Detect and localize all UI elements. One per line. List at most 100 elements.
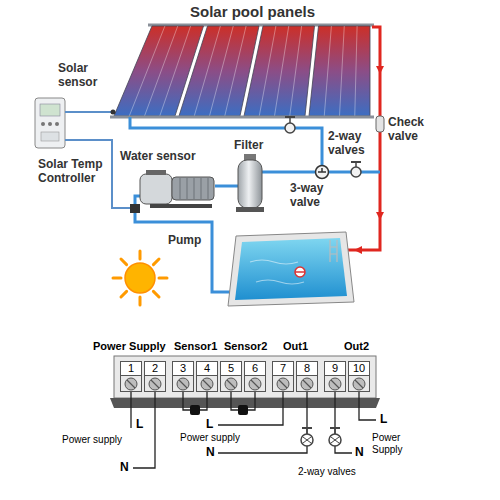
terminal-box: 2 (144, 361, 166, 392)
part-label: Solar sensor (58, 62, 108, 90)
filter-tank (238, 160, 262, 208)
flow-arrow (376, 66, 384, 74)
supply-neutral-wire (133, 392, 155, 468)
terminal-box: 5 (220, 361, 242, 392)
terminal-number: 1 (121, 362, 141, 376)
upper-two-way-valve (285, 117, 295, 133)
sun-ray (139, 251, 142, 259)
terminal-number: 2 (145, 362, 165, 376)
terminal-number: 10 (349, 362, 369, 376)
field-wiring (131, 392, 376, 468)
sun-ray (153, 291, 159, 297)
water-sensor-probe (130, 204, 140, 213)
terminal-number: 6 (245, 362, 265, 376)
terminal-number: 7 (273, 362, 293, 376)
terminal-number: 5 (221, 362, 241, 376)
panel-tube (160, 26, 191, 116)
terminal-strip (110, 356, 380, 408)
sun-disc (125, 263, 155, 293)
controller-button (55, 122, 59, 126)
terminal-group-label: Power Supply (93, 340, 166, 353)
solar-sensor-probe (111, 110, 116, 115)
sun-ray (139, 297, 142, 305)
terminal-group-label: Out1 (283, 340, 308, 353)
pump-outlet-pipe (215, 185, 238, 188)
sand-filter (236, 154, 264, 212)
part-label: Solar Temp Controller (38, 158, 104, 186)
part-label: Filter (234, 139, 263, 153)
panel-tube (290, 26, 302, 116)
controller-button (48, 122, 52, 126)
flow-arrow (354, 246, 362, 254)
panel-tube (275, 26, 289, 116)
check-valve (376, 116, 384, 132)
solar-panels (110, 25, 374, 117)
terminal-box: 10 (348, 361, 370, 392)
wire-note: Power supply (180, 432, 240, 444)
pool-rim (228, 232, 354, 306)
controller-terminal (41, 132, 59, 141)
panel-tube (259, 26, 276, 116)
out2-live-wire (359, 392, 376, 420)
part-label: 3-way valve (290, 182, 332, 210)
solar-sensor-wire (65, 111, 111, 113)
sensor-probe-symbol (190, 405, 200, 415)
terminal-box: 4 (196, 361, 218, 392)
valve-mark (331, 437, 339, 443)
terminal-box: 8 (296, 361, 318, 392)
pump-lid (146, 170, 166, 175)
valve-body (316, 166, 329, 179)
swimming-pool (228, 232, 354, 306)
sun-ray (153, 259, 159, 265)
terminal-screws (125, 378, 365, 390)
terminal-box: 7 (272, 361, 294, 392)
part-label: 2-way valves (328, 130, 374, 158)
terminal-group-label: Sensor1 (174, 340, 217, 353)
sun-ray (121, 291, 127, 297)
supply-live-wire (130, 392, 131, 428)
valve-body (351, 167, 361, 177)
screw-slots (127, 380, 363, 388)
valve-handle (330, 427, 340, 429)
pump-base (150, 204, 212, 208)
valve-ports (318, 168, 326, 172)
pool-ladder (330, 240, 337, 262)
panel-tube (145, 26, 178, 116)
terminal-housing (114, 356, 376, 398)
sun-rays (113, 251, 167, 305)
panel-tube (129, 26, 165, 116)
part-label: Check valve (388, 116, 434, 144)
pump-strainer (140, 174, 172, 204)
diagram-heading: Solar pool panels (190, 3, 315, 20)
part-label: Pump (168, 234, 201, 248)
wire-note: Power Supply (372, 432, 414, 455)
wire-note: Power supply (62, 434, 122, 446)
panel-tube (225, 26, 246, 116)
terminal-group-label: Out2 (344, 340, 369, 353)
valve-mark (303, 437, 311, 443)
panel-tube (194, 26, 220, 116)
wire-note: 2-way valves (298, 466, 356, 478)
controller-button (41, 122, 45, 126)
panel-tube (355, 26, 357, 116)
flow-arrow (376, 212, 384, 220)
wire-name: N (120, 461, 129, 475)
terminal-group-label: Sensor2 (224, 340, 267, 353)
motor-fins (180, 178, 208, 199)
valve-symbol (301, 428, 313, 446)
pool-water (235, 238, 347, 300)
panel-tube (340, 26, 345, 116)
terminal-number: 9 (325, 362, 345, 376)
valve-handle (302, 427, 312, 429)
terminal-number: 3 (173, 362, 193, 376)
valve-body (301, 434, 313, 446)
valve-symbol (329, 428, 341, 446)
valve-body (285, 123, 295, 133)
sun (113, 251, 167, 305)
valve-handle (351, 161, 361, 163)
panel-tubes (129, 26, 357, 116)
out1-live-wire (218, 392, 283, 425)
solar-panel (244, 26, 315, 116)
